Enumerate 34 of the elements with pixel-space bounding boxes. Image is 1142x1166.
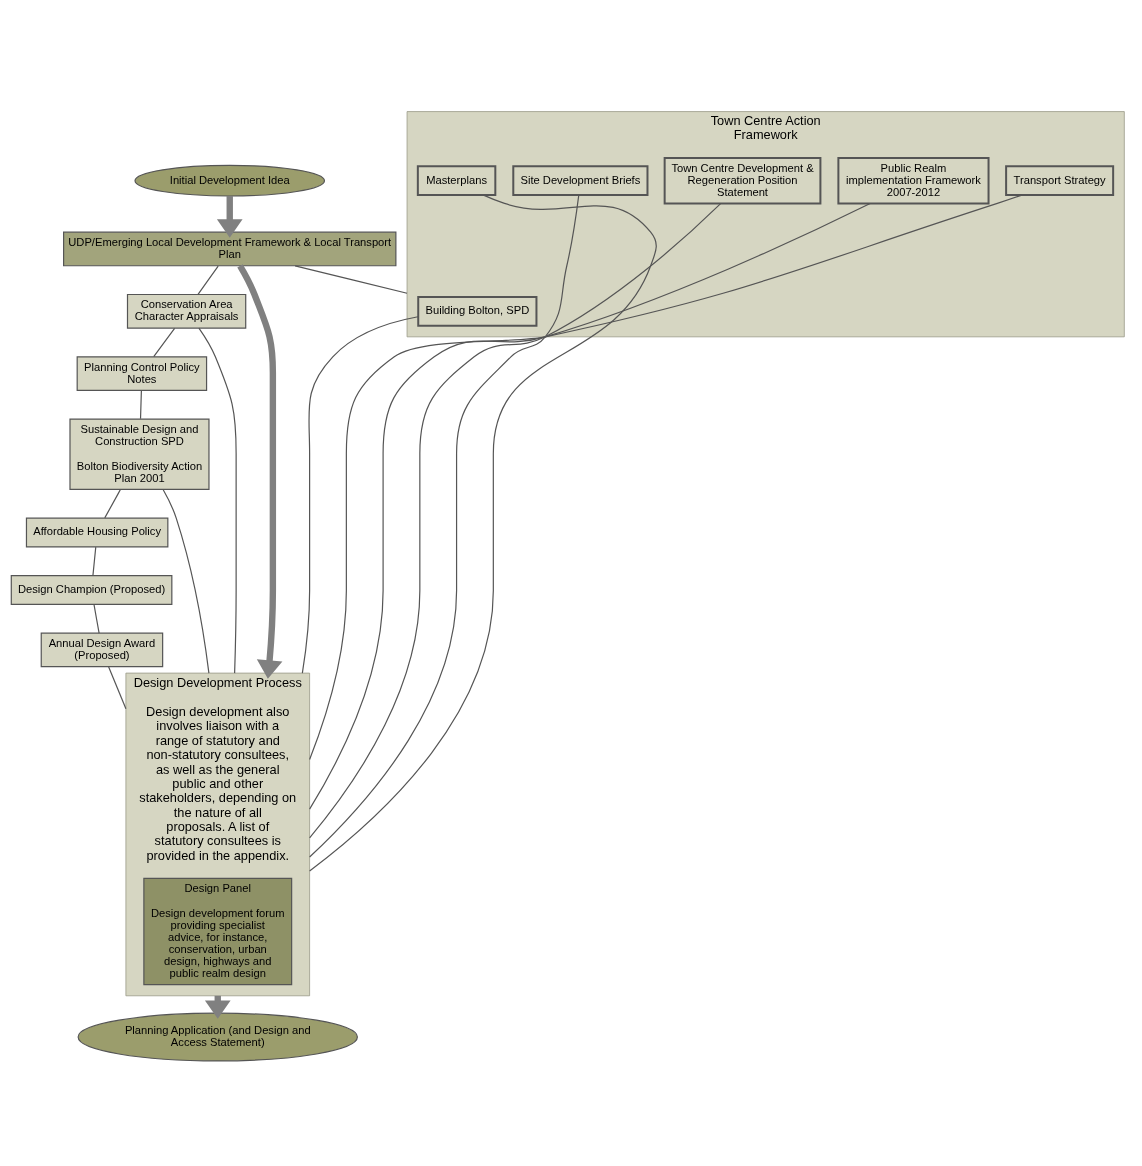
node-box: Annual Design Award (Proposed) [40,632,164,668]
node-box: Affordable Housing Policy [25,517,169,548]
connector [198,327,237,674]
arrow [216,195,243,238]
connector [301,316,419,674]
node-box: Design Champion (Proposed) [10,575,173,605]
node-box: Building Bolton, SPD [417,295,538,327]
node-ellipse: Initial Development Idea [134,164,326,197]
node-box: Town Centre Development & Regeneration Position Statement [663,156,822,205]
node-box: Sustainable Design and Construction SPD Bolton Biodiversity Action Plan 2001 [69,418,210,490]
connector [309,194,580,858]
node-box: Conservation Area Character Appraisals [126,293,247,329]
connector [153,327,176,358]
connector [104,488,121,519]
connector [309,194,657,872]
connector [309,194,1023,761]
node-box: Masterplans [416,165,497,197]
node-box: Public Realm implementation Framework 2007-2012 [837,156,990,205]
connector [139,389,142,420]
node-box: Design Panel Design development forum providing specialist advice, for instance, conservation, urban design, highways and public realm design [143,877,293,986]
connector [162,488,210,674]
node-box: Planning Control Policy Notes [76,356,208,391]
node-box: UDP/Emerging Local Development Framework & Local Transport Plan [63,231,397,267]
connector [294,265,408,294]
node-box: Site Development Briefs [512,165,649,197]
connector [93,604,100,634]
connector [92,546,97,577]
connector [309,203,722,839]
node-ellipse: Planning Application (and Design and Access Statement) [77,1012,358,1062]
arrow [237,264,283,679]
connector [197,265,219,295]
connector [108,666,127,710]
node-box: Transport Strategy [1005,165,1115,197]
connector [309,202,871,810]
